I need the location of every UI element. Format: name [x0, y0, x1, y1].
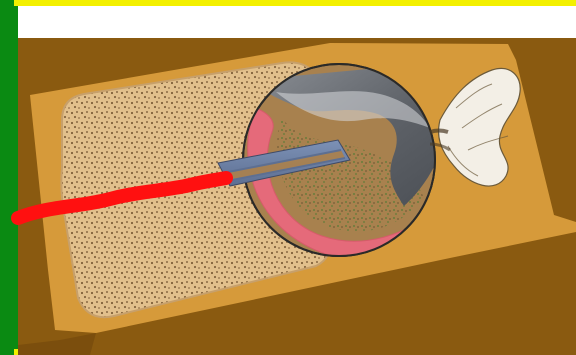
- left-green-bar: [0, 0, 18, 355]
- top-yellow-border: [14, 0, 576, 6]
